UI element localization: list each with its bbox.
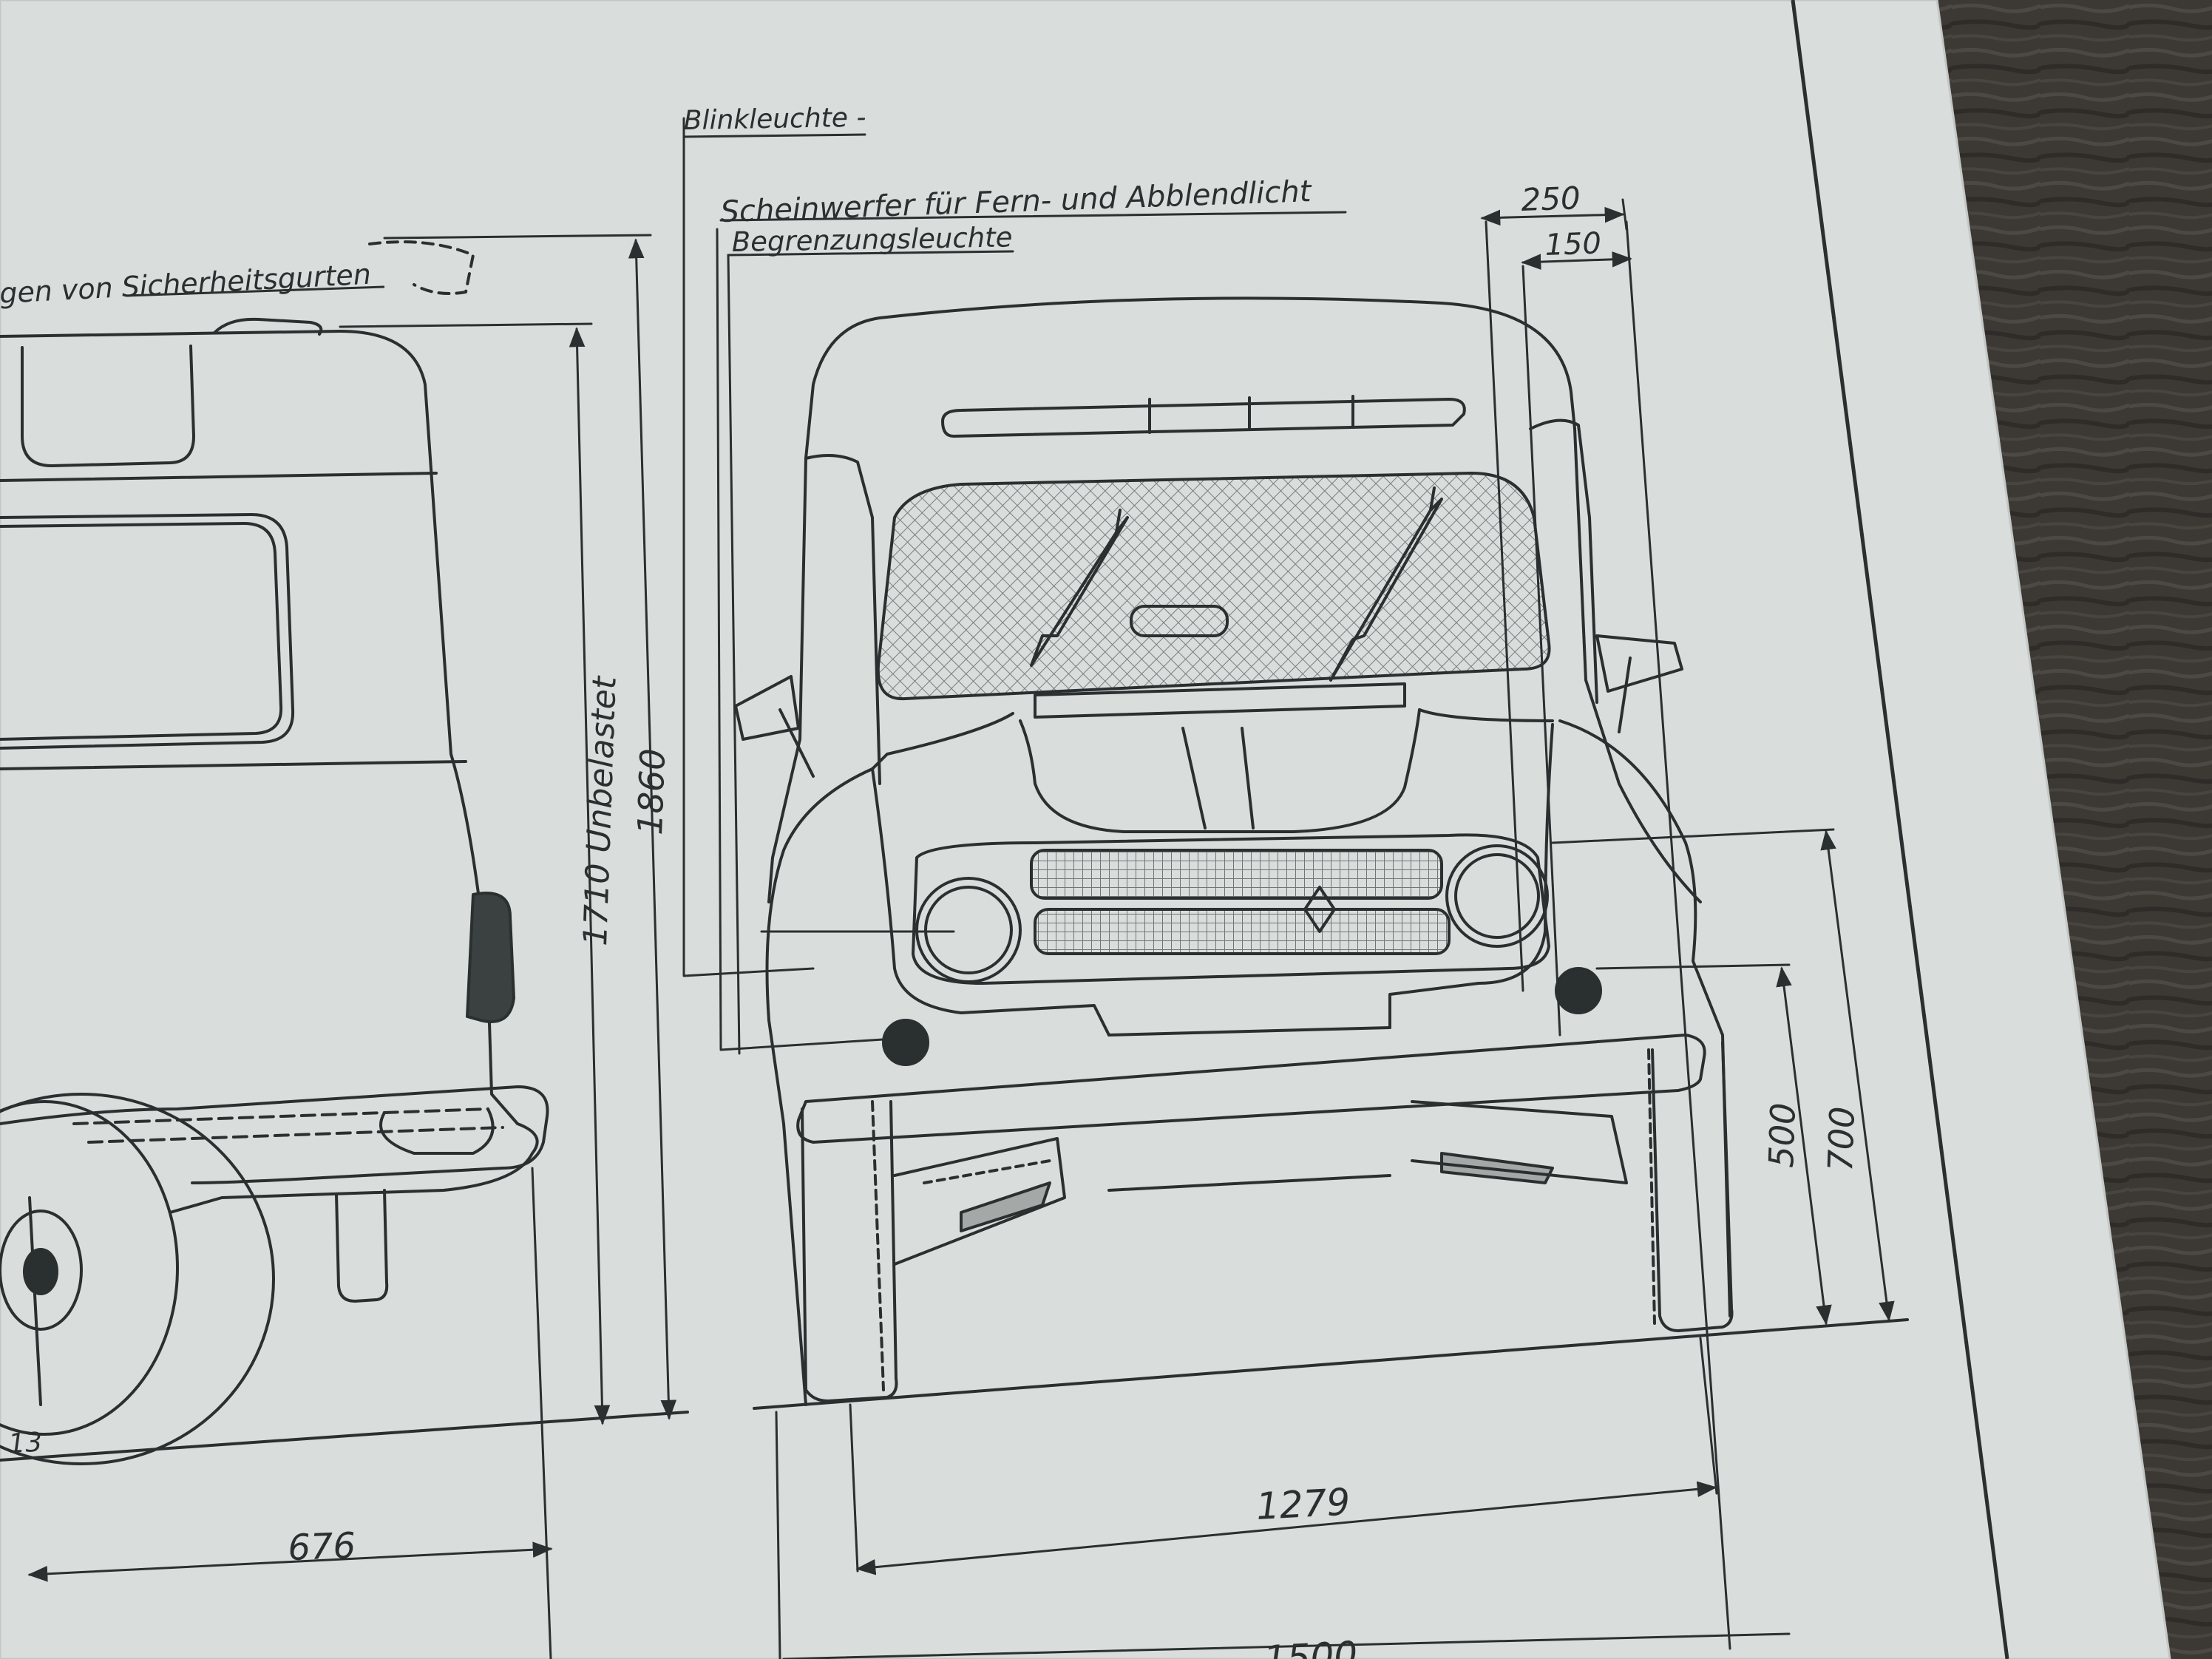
side-bumper [0,1085,549,1184]
dim-250: 250 [1521,180,1581,218]
dim-500: 500 [1761,1102,1803,1169]
dim-676: 676 [287,1525,356,1569]
wiper-left [1030,509,1129,667]
headlight-right [1445,844,1549,948]
wiper-right [1329,486,1443,682]
front-grille-frame [912,833,1550,985]
indicator-label: Blinkleuchte - [683,103,866,136]
frame-border [1791,0,2009,1659]
side-rear-lamp [466,892,515,1023]
side-wheel [0,1093,275,1465]
headlight-left [915,877,1022,983]
hood [1019,708,1421,833]
dim-1279: 1279 [1255,1480,1351,1528]
suspension-left [893,1137,1066,1266]
dim-150: 150 [1544,226,1602,262]
seatbelt-anchor-curve [368,240,475,295]
dim-1860: 1860 [630,747,673,835]
front-view [734,296,1909,1410]
rearview-mirror [1130,605,1229,637]
suspension-right [1411,1100,1628,1184]
front-bumper [796,1034,1706,1144]
position-lamp-label: Begrenzungsleuchte [731,221,1012,258]
side-dimensions [27,234,677,1659]
grille-lower [1034,908,1451,955]
badge [1303,886,1336,933]
front-dimensions [682,117,1895,1659]
front-ground-line [753,1318,1909,1410]
side-roof-hatch [21,345,195,467]
side-mirror-left [734,675,800,741]
grille-upper [1030,849,1443,900]
dim-1500: 1500 [1263,1633,1359,1659]
side-view [0,240,689,1465]
front-wheel-right [1651,1041,1734,1332]
dim-13: 13 [7,1428,43,1459]
fender-right [1558,719,1731,1317]
side-rear-window [0,513,295,750]
fender-left [765,767,874,1406]
position-lamp-left [882,1019,929,1066]
dim-700: 700 [1820,1106,1862,1173]
windscreen [876,472,1551,701]
position-lamp-right [1555,967,1602,1014]
side-mirror-right [1595,634,1683,693]
